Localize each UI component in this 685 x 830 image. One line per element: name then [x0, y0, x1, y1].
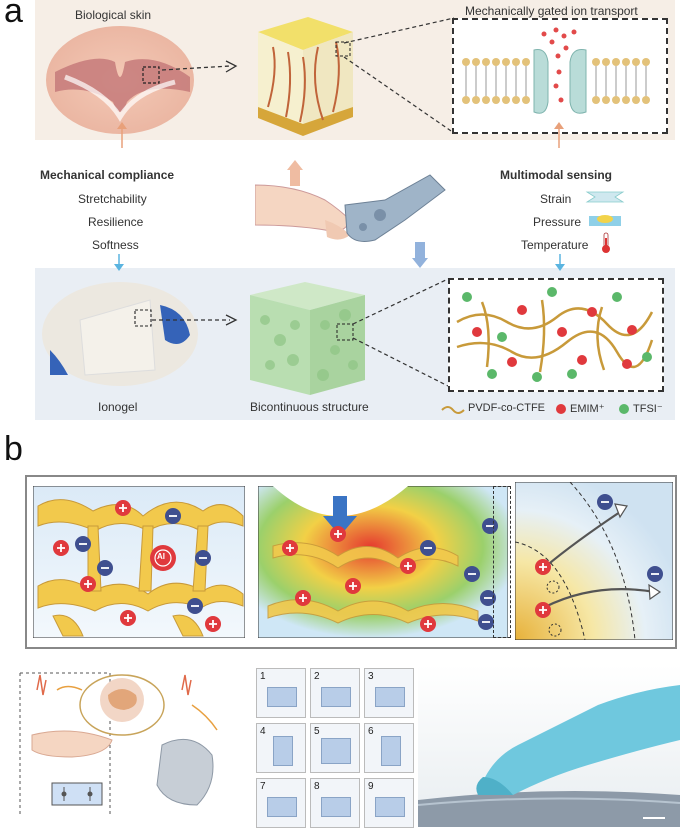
pressed-network-box [258, 486, 508, 638]
grid-pad [267, 687, 297, 707]
up-arrow-left [117, 122, 127, 148]
grid-number: 7 [260, 781, 266, 792]
grid-number: 9 [368, 781, 374, 792]
ionogel-dashed-arrow [152, 314, 238, 326]
polymer-network-illustration [456, 287, 654, 382]
sensing-item-temperature: Temperature [521, 238, 589, 252]
polymer-legend-label: PVDF-co-CTFE [468, 402, 545, 414]
grid-pad [267, 797, 297, 817]
multimodal-sensing-heading: Multimodal sensing [500, 168, 613, 182]
sensing-item-pressure: Pressure [533, 215, 582, 229]
grid-pad [273, 736, 293, 766]
sensing-item-strain: Strain [540, 192, 572, 206]
strain-icon [585, 191, 625, 203]
grid-number: 4 [260, 726, 266, 737]
compliance-item-stretchability: Stretchability [78, 192, 147, 206]
down-arrow-left [114, 254, 124, 271]
grid-cell-1: 1 [256, 668, 306, 718]
pressure-icon [589, 215, 621, 226]
grid-number: 1 [260, 671, 266, 682]
polymer-legend-icon [441, 406, 465, 414]
down-arrow-center [412, 242, 428, 268]
anion-legend-label: TFSI⁻ [633, 403, 663, 415]
ionogel-photo [42, 282, 198, 386]
ion-transport-box [452, 18, 668, 134]
skin-dashed-arrow [161, 60, 238, 73]
panel-b-frame [25, 475, 677, 649]
mechanical-compliance-heading: Mechanical compliance [40, 168, 175, 182]
ion-migration-zoom [515, 482, 673, 640]
panel-b-letter: b [4, 430, 23, 468]
grid-pad [321, 738, 351, 764]
finger-press-photo [418, 665, 680, 827]
cation-legend-icon [556, 404, 566, 414]
thermometer-icon [602, 232, 610, 253]
biological-skin-image [46, 26, 194, 134]
grid-pad [321, 687, 351, 707]
grid-number: 3 [368, 671, 374, 682]
cube-to-network-lines [352, 278, 449, 387]
grid-pad [375, 687, 405, 707]
grid-cell-2: 2 [310, 668, 360, 718]
skin-cube [258, 17, 353, 136]
down-arrow-right [555, 254, 565, 271]
grid-cell-5: 5 [310, 723, 360, 773]
human-robot-signal-illustration [19, 672, 218, 815]
bicontinuous-cube [250, 282, 365, 395]
biological-skin-label: Biological skin [75, 8, 152, 22]
grid-pad [381, 736, 401, 766]
hand-robot-handshake [255, 174, 446, 242]
up-arrow-center [287, 160, 303, 186]
grid-pad [375, 797, 405, 817]
bicontinuous-label: Bicontinuous structure [250, 400, 369, 414]
compliance-item-resilience: Resilience [88, 215, 144, 229]
grid-cell-6: 6 [364, 723, 414, 773]
ionogel-network-box [33, 486, 245, 638]
grid-number: 2 [314, 671, 320, 682]
ion-transport-title: Mechanically gated ion transport [465, 4, 638, 18]
electrode-grid: 1 2 3 4 5 6 7 8 9 [256, 668, 414, 828]
grid-pad [321, 797, 351, 817]
grid-cell-3: 3 [364, 668, 414, 718]
panel-a-letter: a [4, 0, 23, 30]
grid-cell-7: 7 [256, 778, 306, 828]
grid-number: 8 [314, 781, 320, 792]
cation-legend-label: EMIM⁺ [570, 403, 605, 415]
cube-to-membrane-lines [343, 17, 455, 134]
grid-cell-4: 4 [256, 723, 306, 773]
zoom-region-outline [493, 486, 511, 638]
membrane-channel-illustration [462, 27, 650, 114]
ai-badge-label: AI [157, 552, 165, 561]
grid-cell-9: 9 [364, 778, 414, 828]
grid-number: 5 [314, 726, 320, 737]
up-arrow-right [554, 122, 564, 148]
grid-number: 6 [368, 726, 374, 737]
polymer-network-box [448, 278, 664, 392]
grid-cell-8: 8 [310, 778, 360, 828]
ionogel-label: Ionogel [98, 400, 138, 414]
compliance-item-softness: Softness [92, 238, 139, 252]
anion-legend-icon [619, 404, 629, 414]
